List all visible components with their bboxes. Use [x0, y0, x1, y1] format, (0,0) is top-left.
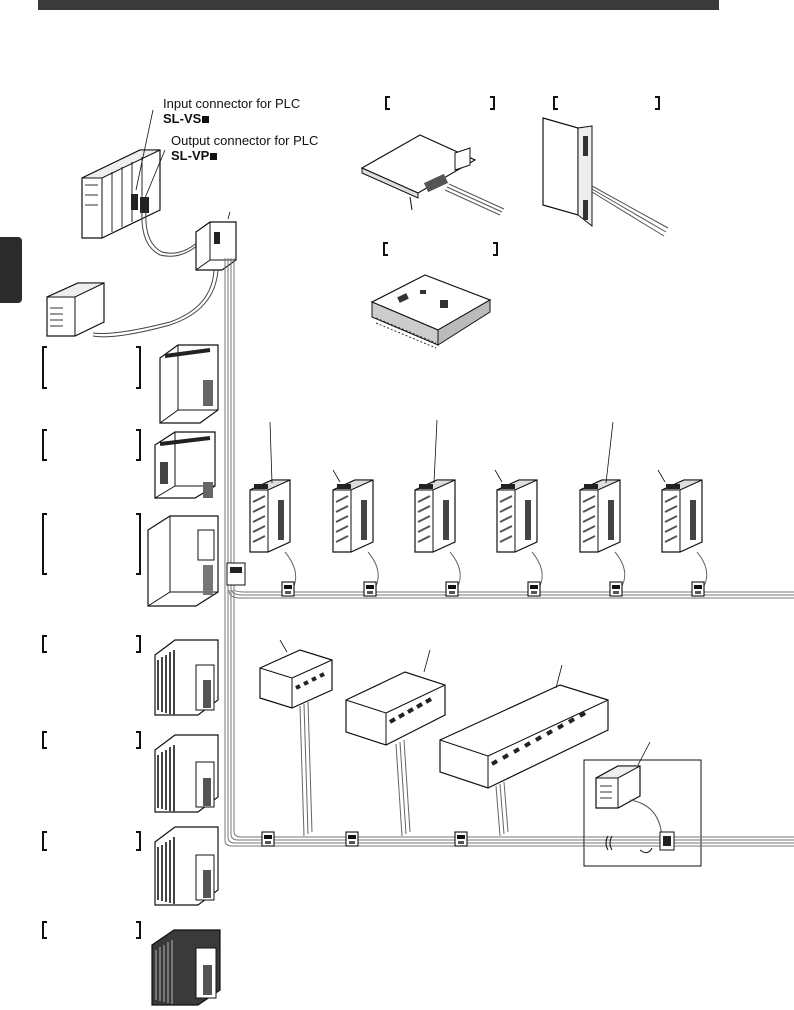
io-unit-5 [579, 479, 621, 553]
io-unit-1 [249, 479, 291, 553]
embedded-board [370, 274, 492, 349]
device-unit-3 [147, 515, 219, 607]
plc-output-connector-label: Output connector for PLC SL-VP [171, 133, 319, 163]
plc-input-connector-model: SL-VS [163, 111, 202, 126]
device-unit-6 [154, 826, 219, 906]
terminal-unit-large [439, 664, 609, 789]
device-unit-4 [154, 639, 219, 716]
device-unit-1 [159, 344, 219, 424]
plc-input-connector-label: Input connector for PLC SL-VS [163, 96, 301, 126]
power-supply-unit [46, 282, 105, 337]
terminator-power-unit [595, 741, 675, 854]
pc-board-card [360, 134, 505, 216]
master-unit [195, 221, 237, 271]
io-unit-6 [661, 479, 703, 553]
device-unit-7 [151, 929, 221, 1006]
terminal-unit-medium [345, 649, 446, 746]
branch-connector [226, 562, 246, 586]
rack-board [542, 117, 669, 237]
header-bar [38, 0, 719, 10]
io-unit-4 [496, 479, 538, 553]
io-unit-2 [332, 479, 374, 553]
device-unit-2 [154, 431, 216, 499]
plc-unit [81, 149, 161, 239]
device-unit-5 [154, 734, 219, 813]
plc-output-connector-model: SL-VP [171, 148, 210, 163]
terminal-unit-small [259, 639, 333, 709]
section-tab [0, 237, 22, 303]
io-unit-3 [414, 479, 456, 553]
